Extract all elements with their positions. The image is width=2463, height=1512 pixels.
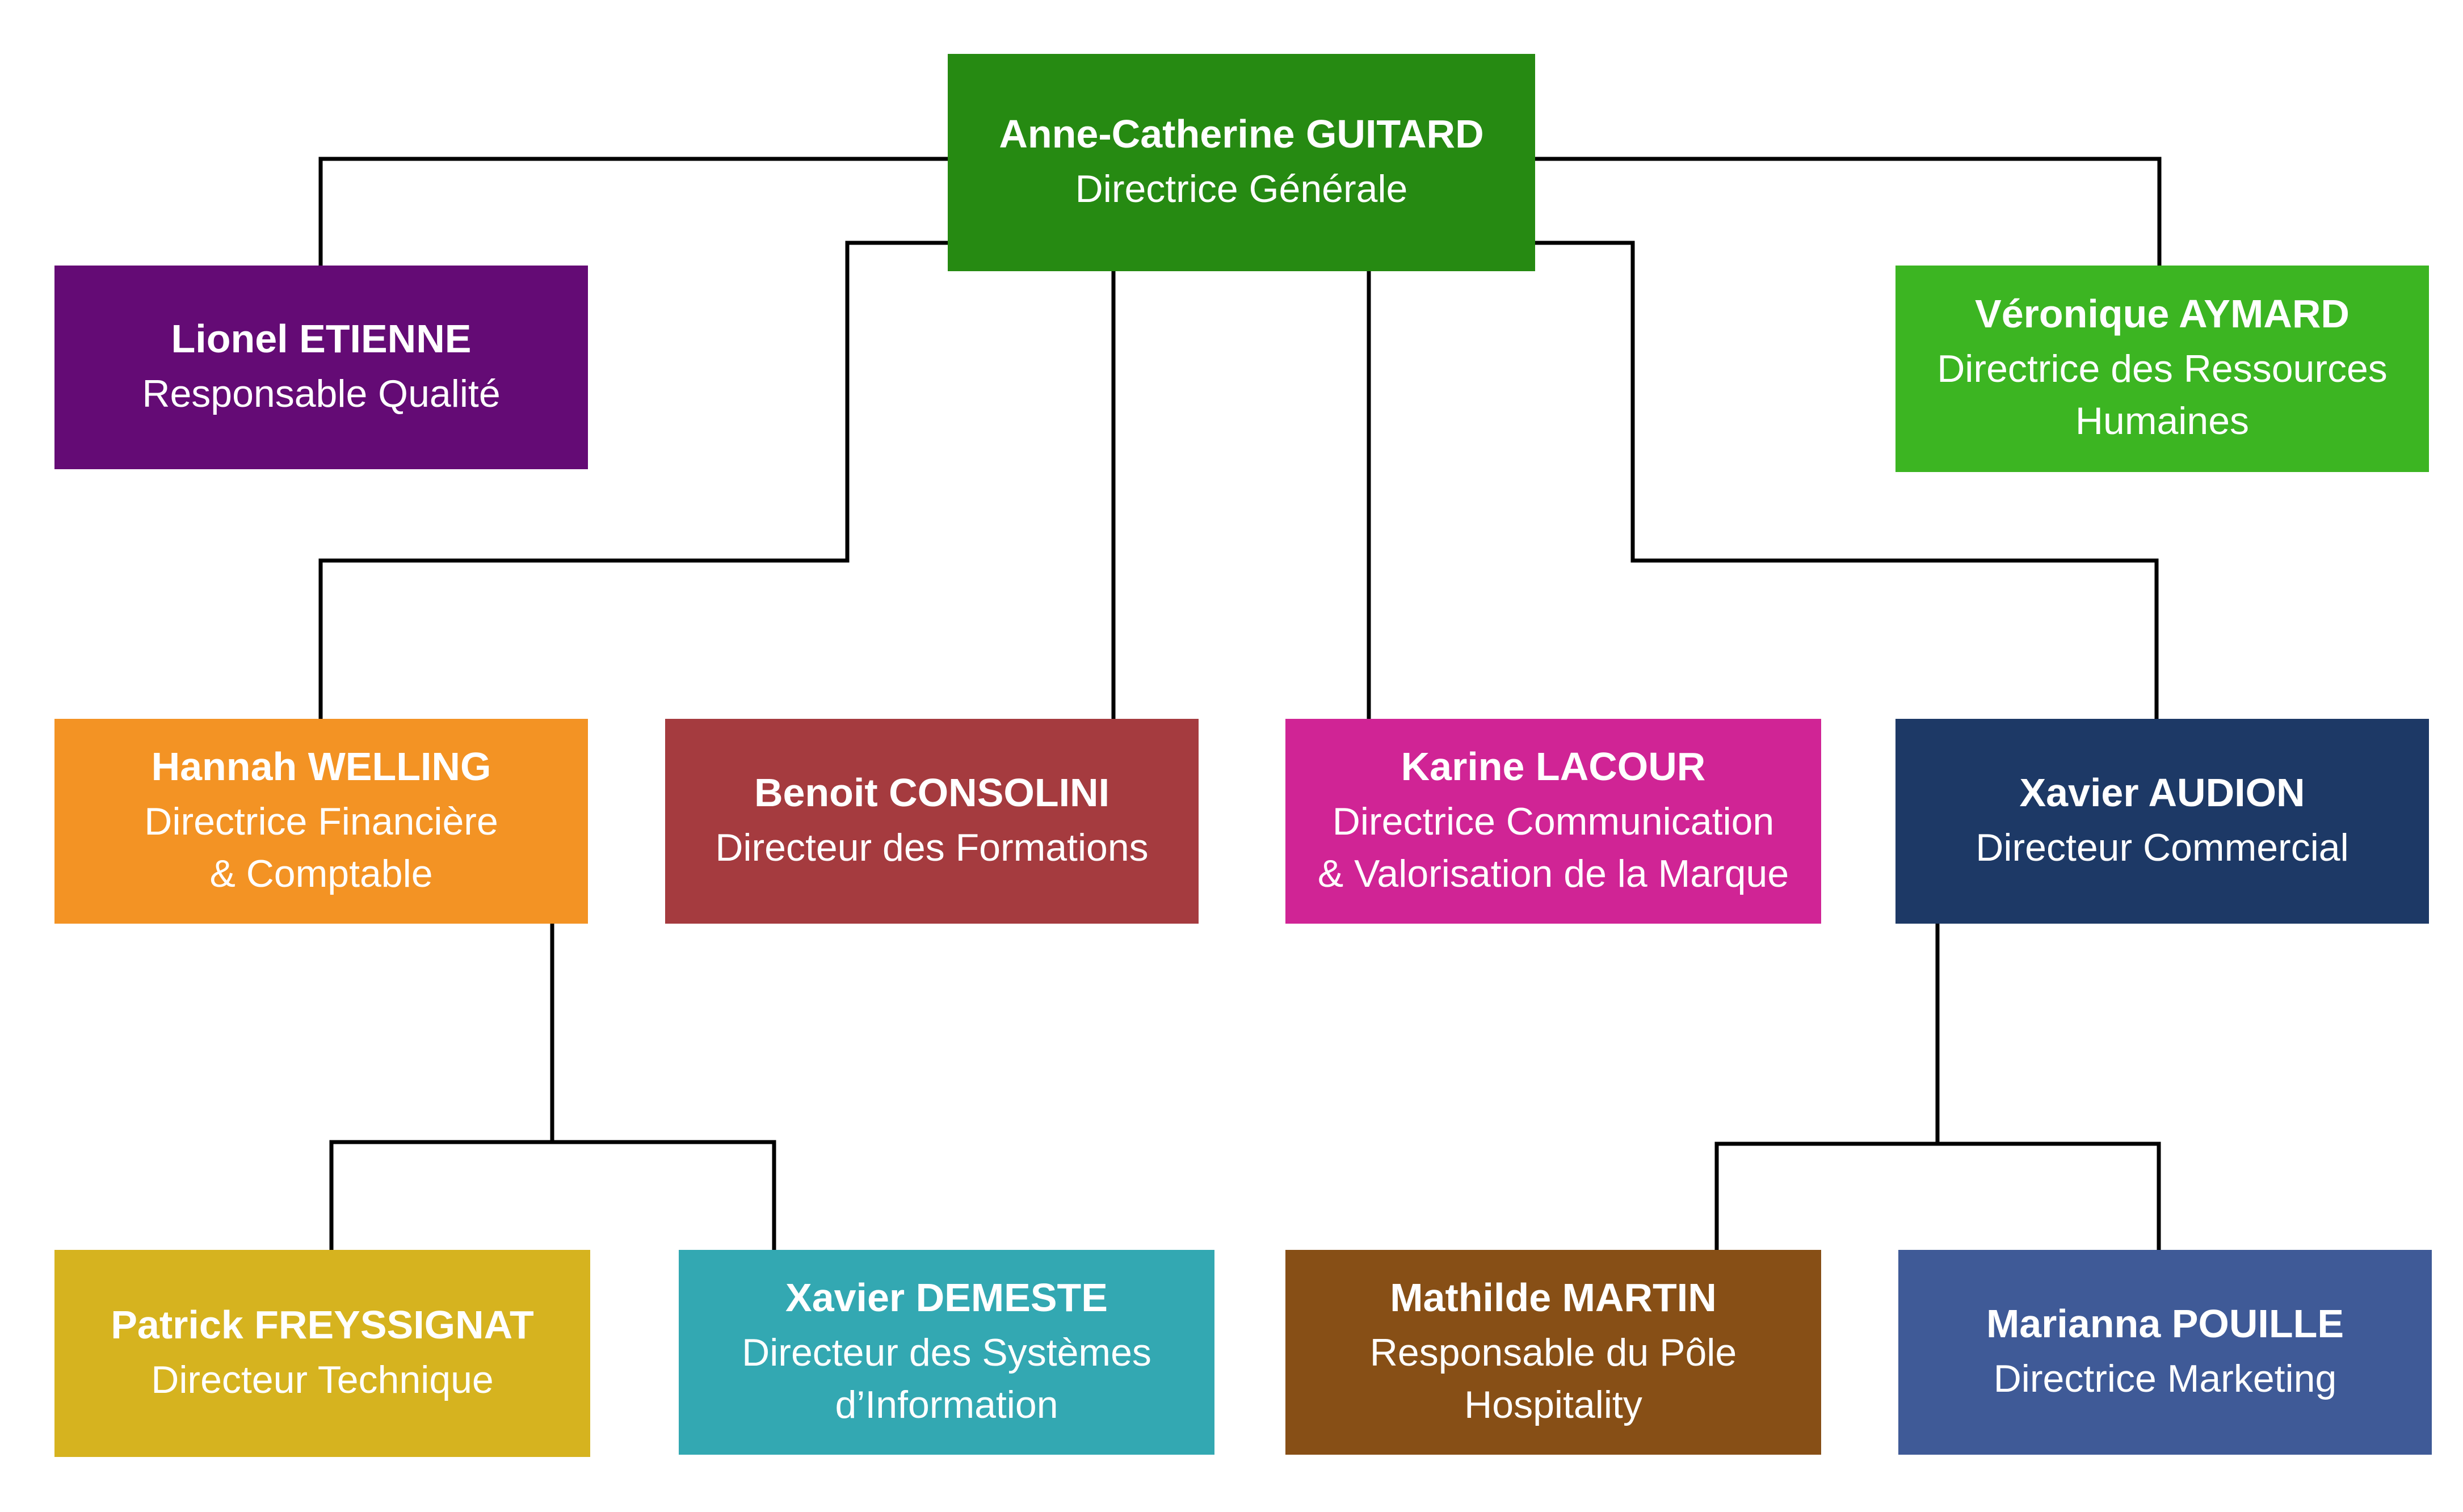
box-directeur-technique: Patrick FREYSSIGNAT Directeur Technique bbox=[54, 1250, 590, 1457]
box-directrice-ressources-humaines: Véronique AYMARD Directrice des Ressourc… bbox=[1895, 266, 2429, 472]
person-role: Directrice Financière & Comptable bbox=[144, 799, 498, 895]
box-directeur-systemes-information: Xavier DEMESTE Directeur des Systèmes d’… bbox=[679, 1250, 1214, 1455]
person-name: Benoit CONSOLINI bbox=[754, 770, 1110, 815]
person-role: Directrice Marketing bbox=[1993, 1357, 2337, 1400]
person-role: Directrice Générale bbox=[1075, 167, 1408, 210]
person-name: Xavier DEMESTE bbox=[785, 1275, 1108, 1320]
person-role: Directeur Technique bbox=[151, 1358, 494, 1401]
person-name: Patrick FREYSSIGNAT bbox=[111, 1302, 534, 1347]
person-role: Responsable du Pôle Hospitality bbox=[1369, 1330, 1737, 1426]
box-directeur-commercial: Xavier AUDION Directeur Commercial bbox=[1895, 719, 2429, 924]
person-role: Directrice des Ressources Humaines bbox=[1937, 347, 2388, 443]
person-name: Hannah WELLING bbox=[151, 744, 491, 789]
box-directrice-marketing: Marianna POUILLE Directrice Marketing bbox=[1898, 1250, 2432, 1455]
person-role: Responsable Qualité bbox=[142, 372, 501, 415]
box-directeur-formations: Benoit CONSOLINI Directeur des Formation… bbox=[665, 719, 1199, 924]
person-role: Directeur des Systèmes d’Information bbox=[742, 1330, 1151, 1426]
person-name: Mathilde MARTIN bbox=[1390, 1275, 1717, 1320]
person-name: Anne-Catherine GUITARD bbox=[999, 111, 1484, 156]
person-name: Marianna POUILLE bbox=[1986, 1301, 2344, 1346]
box-directrice-generale: Anne-Catherine GUITARD Directrice Généra… bbox=[948, 54, 1535, 271]
box-responsable-hospitality: Mathilde MARTIN Responsable du Pôle Hosp… bbox=[1285, 1250, 1821, 1455]
person-role: Directeur Commercial bbox=[1976, 826, 2349, 869]
box-responsable-qualite: Lionel ETIENNE Responsable Qualité bbox=[54, 266, 588, 469]
person-name: Xavier AUDION bbox=[2019, 770, 2305, 815]
person-role: Directrice Communication & Valorisation … bbox=[1317, 799, 1789, 895]
person-role: Directeur des Formations bbox=[715, 826, 1149, 869]
person-name: Véronique AYMARD bbox=[1975, 292, 2349, 336]
person-name: Karine LACOUR bbox=[1401, 744, 1706, 789]
box-directrice-financiere: Hannah WELLING Directrice Financière & C… bbox=[54, 719, 588, 924]
box-directrice-communication: Karine LACOUR Directrice Communication &… bbox=[1285, 719, 1821, 924]
person-name: Lionel ETIENNE bbox=[171, 316, 472, 361]
